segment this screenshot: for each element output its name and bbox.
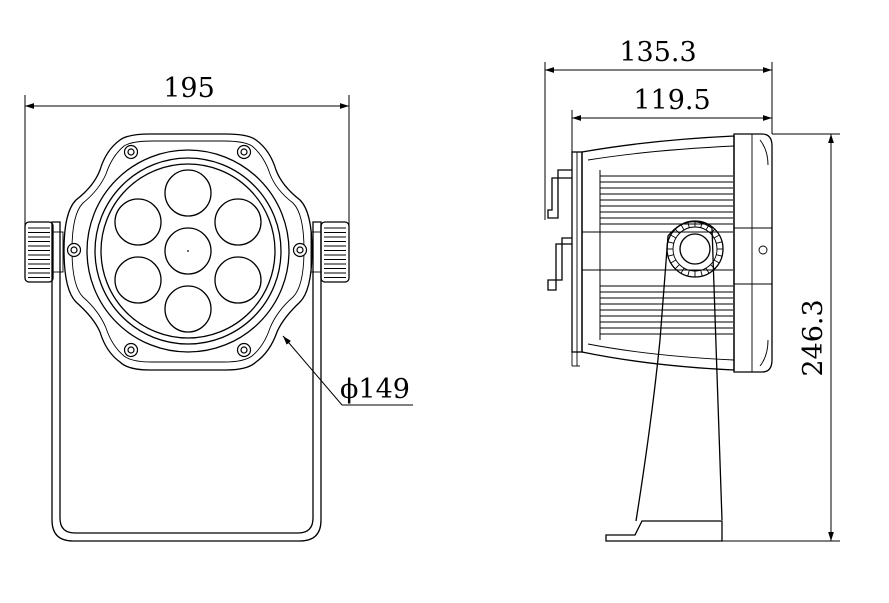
led-lens-icon bbox=[214, 256, 262, 304]
side-rear-clips bbox=[547, 169, 572, 291]
led-lens-icon bbox=[114, 198, 162, 246]
side-heat-fins bbox=[582, 170, 733, 340]
side-pivot-knob-icon bbox=[666, 220, 724, 278]
side-base-plate bbox=[605, 520, 723, 542]
dim-front-diameter-label: ϕ149 bbox=[340, 374, 410, 405]
front-bezel-middle bbox=[94, 157, 282, 345]
screw-icon bbox=[292, 242, 308, 258]
front-view: 195 ϕ149 bbox=[24, 73, 413, 542]
screw-icon bbox=[236, 144, 252, 160]
front-bezel-outer bbox=[86, 149, 290, 353]
right-knob-icon bbox=[310, 221, 350, 283]
led-lenses bbox=[114, 169, 262, 333]
front-yoke-bracket bbox=[51, 221, 322, 542]
dim-side-overall-depth-label: 135.3 bbox=[619, 37, 696, 68]
front-screws bbox=[66, 144, 308, 358]
front-lens-window bbox=[100, 163, 276, 339]
dim-side-overall-depth: 135.3 bbox=[544, 37, 773, 220]
screw-icon bbox=[123, 144, 139, 160]
led-lens-icon bbox=[164, 169, 212, 217]
left-knob-icon bbox=[24, 221, 64, 283]
screw-icon bbox=[236, 342, 252, 358]
side-front-ring bbox=[733, 133, 773, 373]
screw-icon bbox=[123, 342, 139, 358]
led-lens-icon bbox=[114, 256, 162, 304]
dim-side-body-depth-label: 119.5 bbox=[633, 85, 710, 116]
side-view: 135.3 119.5 246.3 bbox=[544, 37, 840, 542]
dim-front-diameter: ϕ149 bbox=[282, 335, 413, 406]
dim-front-width-label: 195 bbox=[163, 73, 215, 104]
dim-front-width: 195 bbox=[24, 73, 350, 230]
led-lens-icon bbox=[164, 285, 212, 333]
dim-side-body-depth: 119.5 bbox=[571, 85, 772, 152]
screw-icon bbox=[66, 242, 82, 258]
side-body-shell bbox=[581, 135, 735, 371]
dim-side-height-label: 246.3 bbox=[798, 299, 829, 376]
front-housing-shell bbox=[63, 133, 313, 371]
side-yoke-arm bbox=[635, 220, 723, 522]
led-lens-icon bbox=[214, 198, 262, 246]
dim-side-height: 246.3 bbox=[722, 133, 840, 542]
